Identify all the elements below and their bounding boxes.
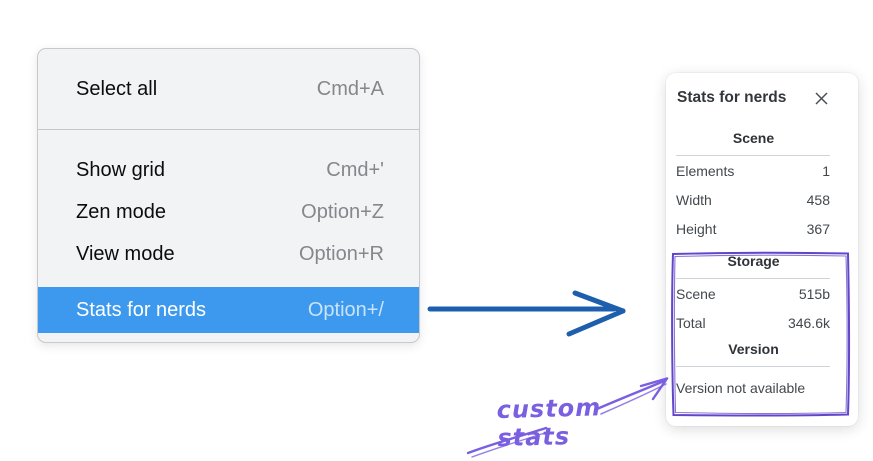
stats-panel-header: Stats for nerds [666,86,858,110]
menu-item-show-grid[interactable]: Show grid Cmd+' [38,149,419,191]
stat-value: 346.6k [787,314,830,331]
stat-label: Height [676,220,717,237]
stat-row-height: Height 367 [666,214,858,243]
stat-value: 515b [798,285,830,302]
menu-item-label: Select all [76,77,158,100]
menu-item-shortcut: Option+Z [301,200,384,223]
stat-row-elements: Elements 1 [666,156,858,185]
stat-label: Width [676,191,712,208]
stats-panel: Stats for nerds Scene Elements 1 Width 4… [666,73,858,426]
section-version: Version Version not available [666,341,858,401]
stat-row-width: Width 458 [666,185,858,214]
stat-row-total-storage: Total 346.6k [666,308,858,337]
stat-value: 458 [806,191,830,208]
annotation-custom-stats-label: custom stats [496,393,602,453]
section-storage: Storage Scene 515b Total 346.6k [666,253,858,337]
menu-item-label: Show grid [76,158,165,181]
stat-label: Total [676,314,706,331]
menu-item-label: Stats for nerds [76,298,207,321]
annotation-arrowhead [639,377,669,388]
section-title: Storage [727,253,780,269]
stat-value: 1 [822,162,830,179]
section-title: Scene [732,130,775,146]
stat-label: Scene [676,285,716,302]
menu-item-label: View mode [76,242,175,265]
menu-item-select-all[interactable]: Select all Cmd+A [38,61,419,117]
close-icon[interactable] [812,89,830,107]
section-divider [676,155,830,156]
menu-item-shortcut: Option+/ [307,298,384,321]
menu-section-top: Select all Cmd+A [38,49,419,129]
context-menu: Select all Cmd+A Show grid Cmd+' Zen mod… [37,48,420,343]
menu-item-zen-mode[interactable]: Zen mode Option+Z [38,191,419,233]
menu-item-view-mode[interactable]: View mode Option+R [38,233,419,275]
menu-item-stats-for-nerds[interactable]: Stats for nerds Option+/ [38,287,419,333]
menu-item-label: Zen mode [76,200,167,223]
section-divider [676,366,830,367]
stat-label: Elements [676,162,735,179]
menu-item-shortcut: Option+R [298,242,384,265]
section-title: Version [728,341,779,357]
menu-section-bottom: Show grid Cmd+' Zen mode Option+Z View m… [38,130,419,342]
menu-separator [38,129,419,130]
stats-panel-title: Stats for nerds [677,89,787,106]
version-note: Version not available [676,380,806,396]
menu-item-shortcut: Cmd+A [316,77,384,100]
stat-value: 367 [806,220,830,237]
stat-row-scene-storage: Scene 515b [666,279,858,308]
section-scene: Scene Elements 1 Width 458 Height 367 [666,130,858,243]
menu-item-shortcut: Cmd+' [326,158,384,181]
